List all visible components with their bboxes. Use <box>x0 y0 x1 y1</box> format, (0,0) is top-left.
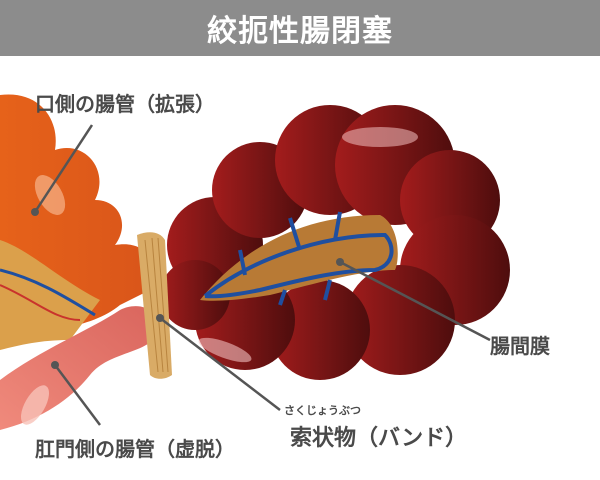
band-cord <box>137 232 172 379</box>
label-anal-bowel: 肛門側の腸管（虚脱） <box>35 437 235 461</box>
strangulated-bowel <box>160 105 510 380</box>
mesentery <box>200 211 398 306</box>
page-title: 絞扼性腸閉塞 <box>207 14 393 49</box>
label-band-ruby: さくじょうぶつ <box>284 404 361 417</box>
title-bar: 絞扼性腸閉塞 <box>0 0 600 56</box>
label-oral-bowel: 口側の腸管（拡張） <box>35 92 215 116</box>
diagram-illustration <box>0 94 510 430</box>
label-mesentery: 腸間膜 <box>490 334 550 358</box>
leader-dots <box>31 208 344 369</box>
anal-bowel <box>0 306 160 430</box>
oral-bowel <box>0 94 154 350</box>
leader-lines <box>33 124 491 426</box>
label-band: 索状物（バンド） <box>290 426 468 451</box>
